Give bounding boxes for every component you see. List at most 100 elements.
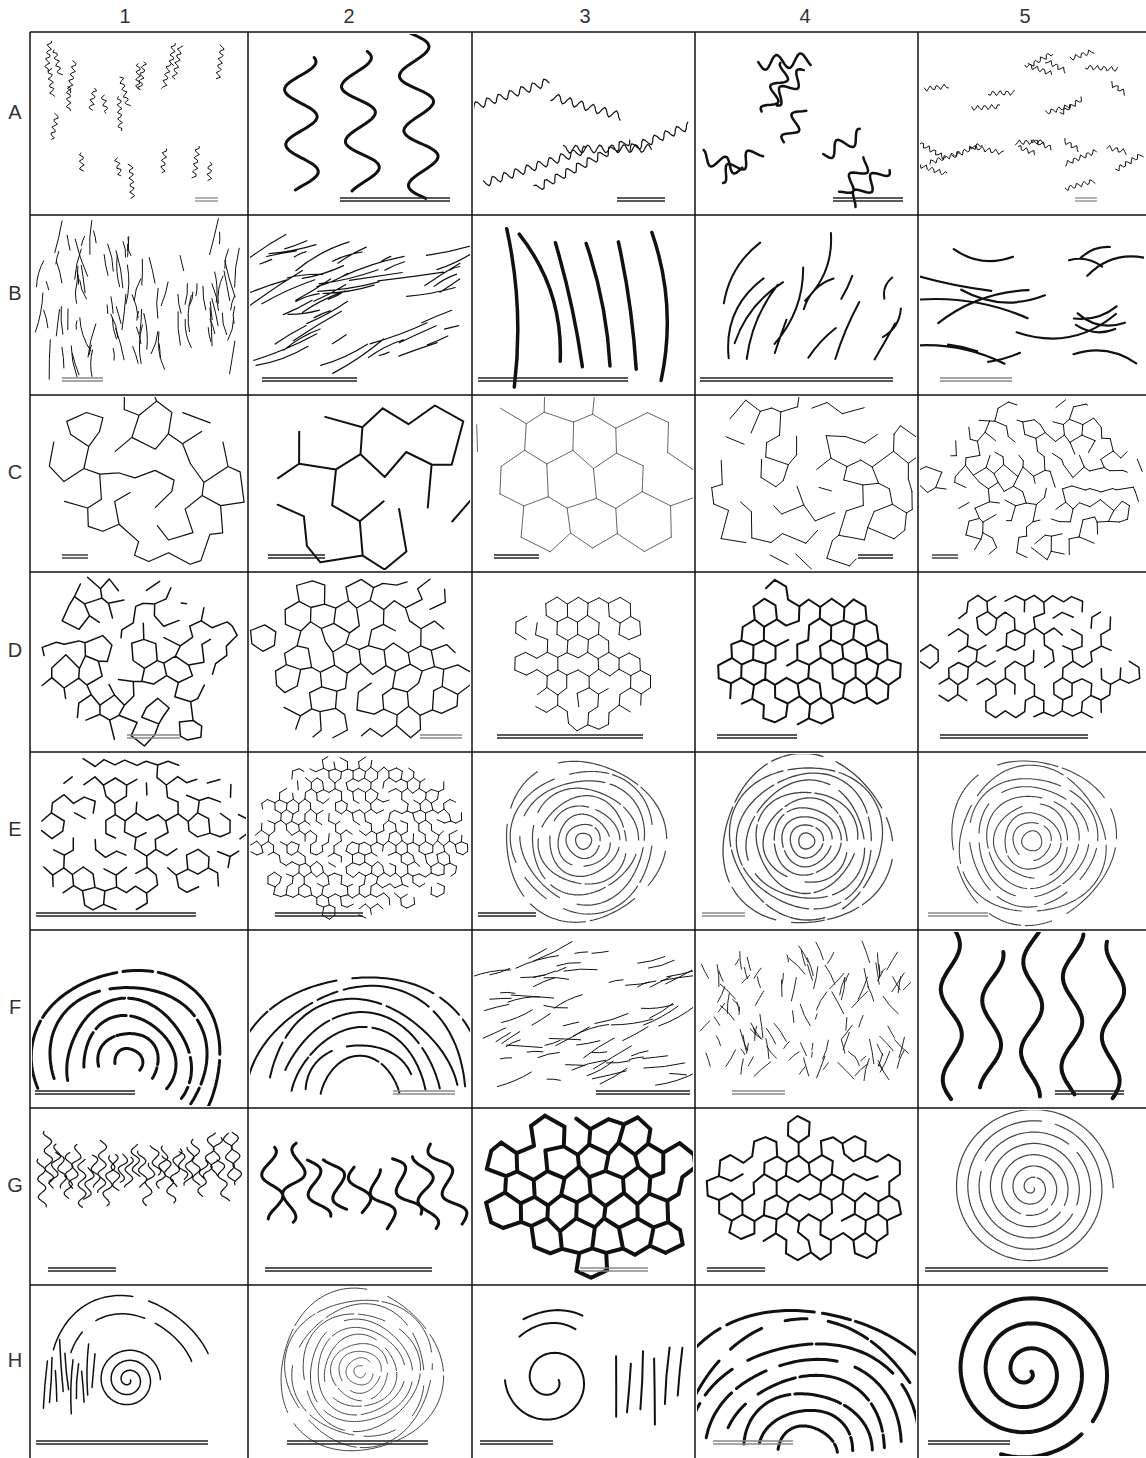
pattern-cell xyxy=(486,1116,693,1278)
pattern-cell xyxy=(515,597,651,731)
scale-bar xyxy=(1055,1090,1124,1091)
pattern-cell xyxy=(920,595,1140,717)
scale-bar xyxy=(127,734,180,735)
pattern-cell xyxy=(920,247,1144,364)
scale-bar xyxy=(262,377,357,378)
column-label: 2 xyxy=(343,6,354,26)
pattern-cell xyxy=(474,79,688,189)
scale-bar xyxy=(478,380,628,381)
scale-bar xyxy=(480,1440,553,1441)
pattern-cell xyxy=(707,1116,901,1260)
pattern-cell xyxy=(704,53,890,207)
pattern-cell xyxy=(718,580,901,725)
pattern-lines xyxy=(251,579,470,738)
pattern-cell xyxy=(941,932,1124,1099)
pattern-lines xyxy=(724,233,901,360)
pattern-cell xyxy=(724,233,901,360)
pattern-cell xyxy=(32,971,220,1107)
pattern-cell xyxy=(42,759,246,910)
pattern-cell xyxy=(507,229,668,387)
scale-bar xyxy=(928,915,988,916)
pattern-lines xyxy=(700,941,910,1081)
scale-bar xyxy=(62,557,88,558)
scale-bar xyxy=(62,380,103,381)
pattern-lines xyxy=(49,397,244,564)
pattern-lines xyxy=(250,978,470,1094)
scale-bar xyxy=(478,915,536,916)
pattern-lines xyxy=(697,1311,916,1453)
pattern-cell xyxy=(281,1288,444,1451)
row-label: C xyxy=(8,462,22,482)
scale-bar xyxy=(732,1093,785,1094)
pattern-cell xyxy=(920,400,1142,560)
pattern-lines xyxy=(474,942,693,1087)
pattern-lines xyxy=(515,597,651,731)
scale-bar xyxy=(717,734,797,735)
scale-bar xyxy=(36,915,196,916)
pattern-cell xyxy=(697,1311,916,1453)
pattern-cell xyxy=(45,41,224,198)
scale-bar xyxy=(580,1267,648,1268)
pattern-lines xyxy=(507,229,668,387)
pattern-cell xyxy=(920,50,1143,191)
grid-line xyxy=(694,32,696,1458)
scale-bar xyxy=(707,1270,765,1271)
scale-bar xyxy=(700,380,893,381)
pattern-cell xyxy=(285,34,438,198)
pattern-cell xyxy=(262,1143,467,1229)
pattern-lines xyxy=(961,1298,1107,1456)
grid-line xyxy=(30,1107,1146,1109)
pattern-lines xyxy=(957,1110,1114,1261)
pattern-cell xyxy=(700,941,910,1081)
scale-bar xyxy=(702,912,745,913)
pattern-cell xyxy=(712,397,916,569)
pattern-lines xyxy=(519,1310,582,1337)
scale-bar xyxy=(858,557,893,558)
column-label: 3 xyxy=(579,6,590,26)
scale-bar xyxy=(265,1270,432,1271)
pattern-cell xyxy=(477,397,693,552)
scale-bar xyxy=(393,1090,455,1091)
pattern-cell xyxy=(35,219,239,380)
scale-bar xyxy=(478,912,536,913)
pattern-lines xyxy=(712,397,916,569)
scale-bar xyxy=(617,200,665,201)
pattern-lines xyxy=(262,1143,467,1229)
scale-bar xyxy=(717,737,797,738)
scale-bar xyxy=(36,1443,208,1444)
grid-line xyxy=(30,571,1146,573)
scale-bar xyxy=(833,200,903,201)
pattern-lines xyxy=(920,50,1143,191)
scale-bar xyxy=(713,1443,793,1444)
scale-bar xyxy=(262,380,357,381)
scale-bar xyxy=(195,197,218,198)
pattern-cell xyxy=(43,1296,208,1414)
pattern-lines xyxy=(505,1353,584,1420)
scale-bar xyxy=(932,554,958,555)
pattern-cell xyxy=(42,577,237,746)
pattern-cell xyxy=(952,761,1117,926)
grid-line xyxy=(471,32,473,1458)
row-label: B xyxy=(8,283,21,303)
pattern-lines xyxy=(43,1340,95,1414)
pattern-lines xyxy=(704,53,890,207)
pattern-lines xyxy=(920,247,1144,364)
scale-bar xyxy=(596,1093,690,1094)
scale-bar xyxy=(287,1443,428,1444)
grid-line xyxy=(30,751,1146,753)
scale-bar xyxy=(62,554,88,555)
pattern-lines xyxy=(285,34,438,198)
scale-bar xyxy=(340,200,450,201)
pattern-lines xyxy=(707,1116,901,1260)
scale-bar xyxy=(275,912,363,913)
scale-bar xyxy=(393,1093,455,1094)
scale-bar xyxy=(35,1090,135,1091)
pattern-lines xyxy=(920,400,1142,560)
pattern-lines xyxy=(45,41,224,198)
pattern-lines xyxy=(32,971,220,1107)
column-label: 4 xyxy=(799,6,810,26)
pattern-lines xyxy=(101,1350,160,1404)
pattern-cell xyxy=(37,1131,242,1207)
pattern-lines xyxy=(920,595,1140,717)
